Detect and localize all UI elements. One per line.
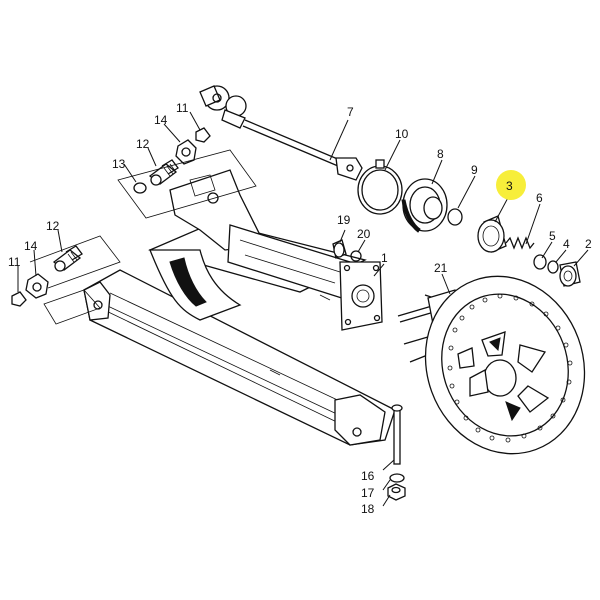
- leader-lines: [17, 111, 589, 507]
- label-12-upper[interactable]: 12: [136, 137, 150, 151]
- label-9[interactable]: 9: [471, 163, 478, 177]
- label-17[interactable]: 17: [361, 486, 375, 500]
- label-4[interactable]: 4: [563, 237, 570, 251]
- pivot-adjuster-upper[interactable]: [148, 159, 179, 186]
- label-8[interactable]: 8: [437, 147, 444, 161]
- circlip[interactable]: [533, 254, 547, 270]
- spring[interactable]: [505, 236, 535, 250]
- rubber-boot[interactable]: [401, 178, 448, 233]
- label-18[interactable]: 18: [361, 502, 375, 516]
- label-7[interactable]: 7: [347, 105, 354, 119]
- locknut-14-upper[interactable]: [175, 139, 197, 165]
- label-14-lower[interactable]: 14: [24, 239, 38, 253]
- washer-20[interactable]: [350, 250, 362, 262]
- label-11-upper[interactable]: 11: [176, 101, 189, 115]
- bushing-19[interactable]: [332, 239, 347, 259]
- bolt-16[interactable]: [391, 404, 403, 465]
- nut-18[interactable]: [387, 483, 406, 501]
- label-19[interactable]: 19: [337, 213, 351, 227]
- label-20[interactable]: 20: [357, 227, 371, 241]
- part-labels: 7 10 8 9 3 6 5 4 2 21 19 20 1 11 14 12 1…: [8, 101, 592, 516]
- swing-arm[interactable]: [83, 169, 396, 446]
- washer-13[interactable]: [133, 182, 147, 194]
- label-2[interactable]: 2: [585, 237, 592, 251]
- label-6[interactable]: 6: [536, 191, 543, 205]
- label-16[interactable]: 16: [361, 469, 375, 483]
- label-21[interactable]: 21: [434, 261, 448, 275]
- label-10[interactable]: 10: [395, 127, 409, 141]
- label-1[interactable]: 1: [381, 251, 388, 265]
- cap-11-upper[interactable]: [195, 127, 211, 143]
- drive-shaft[interactable]: [199, 85, 363, 181]
- label-13[interactable]: 13: [112, 157, 126, 171]
- splined-hub[interactable]: [559, 261, 581, 287]
- label-5[interactable]: 5: [549, 229, 556, 243]
- ring[interactable]: [547, 260, 559, 274]
- splined-coupling[interactable]: [477, 215, 507, 253]
- pivot-adjuster-lower[interactable]: [52, 245, 83, 272]
- o-ring[interactable]: [447, 208, 463, 226]
- locknut-14-lower[interactable]: [25, 273, 49, 299]
- highlight-marker: [496, 170, 526, 200]
- cap-11-lower[interactable]: [11, 291, 27, 307]
- wheel-hub-disc[interactable]: [397, 254, 600, 476]
- label-11-lower[interactable]: 11: [8, 255, 21, 269]
- label-3[interactable]: 3: [506, 179, 513, 193]
- clamp-ring[interactable]: [357, 159, 403, 215]
- label-12-lower[interactable]: 12: [46, 219, 60, 233]
- washer-17[interactable]: [389, 473, 405, 483]
- label-14-upper[interactable]: 14: [154, 113, 168, 127]
